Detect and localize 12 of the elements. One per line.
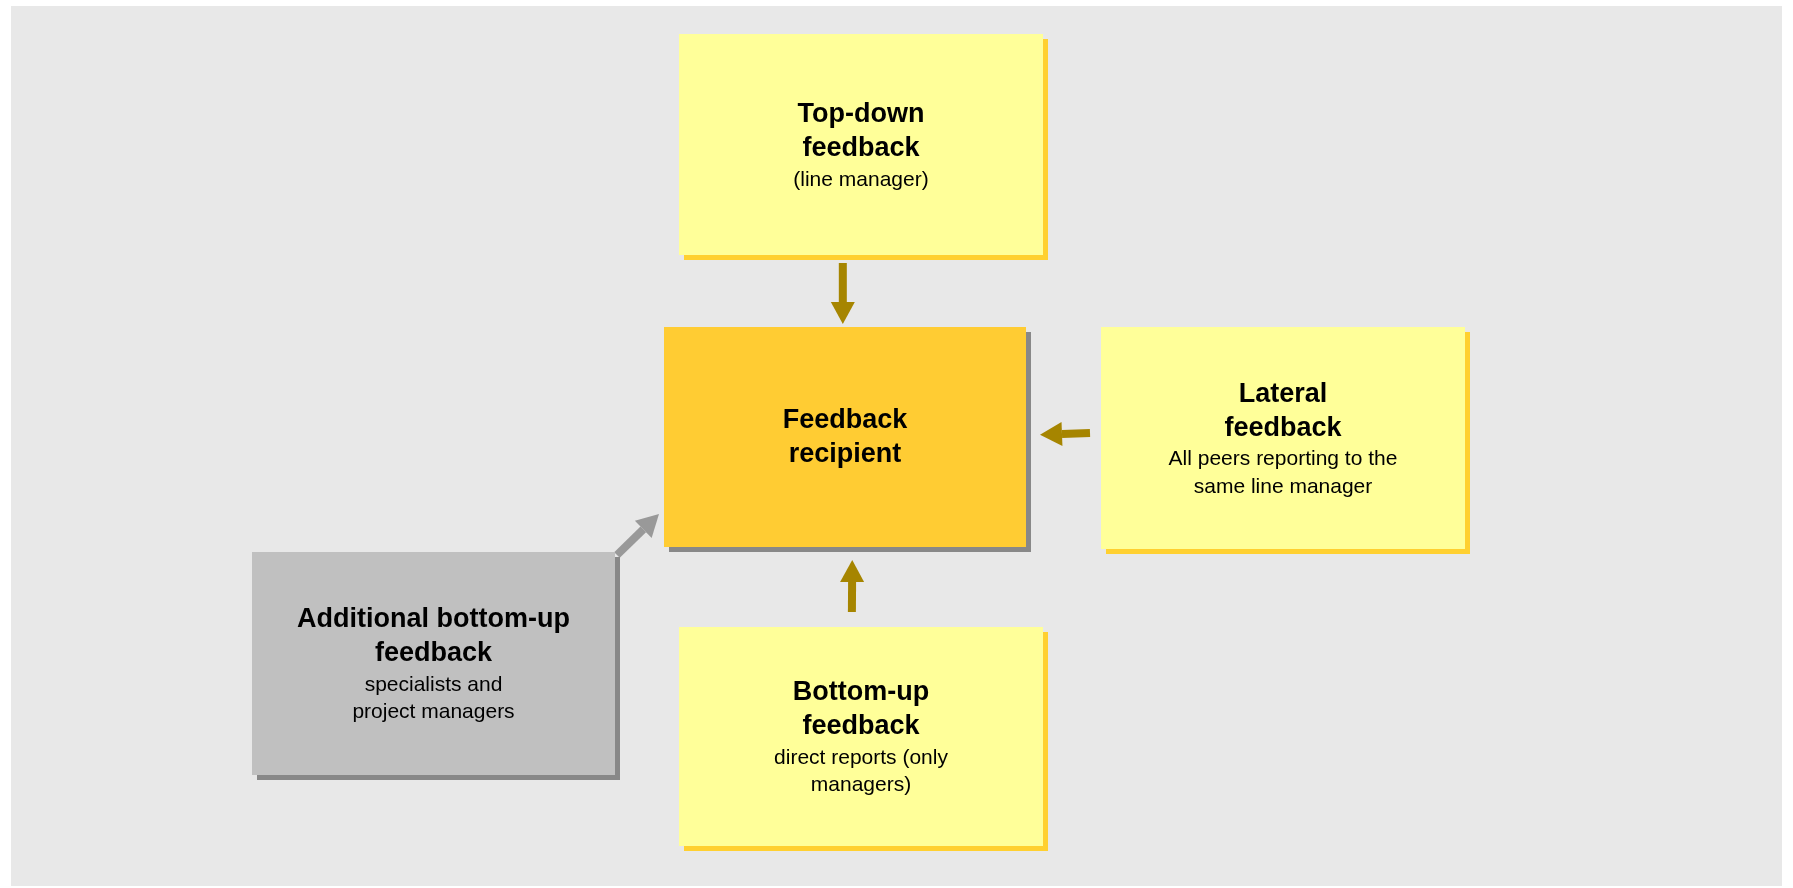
arrow bbox=[614, 514, 659, 558]
box-heading: Bottom-up feedback bbox=[791, 675, 931, 743]
box-description: (line manager) bbox=[793, 165, 929, 192]
box-heading: Lateral feedback bbox=[1223, 376, 1343, 444]
box-description: All peers reporting to the same line manager bbox=[1167, 445, 1399, 499]
box-description: specialists and project managers bbox=[351, 670, 516, 725]
box-heading: Feedback recipient bbox=[781, 403, 909, 470]
box-heading: Additional bottom-up feedback bbox=[296, 602, 571, 670]
box-description: direct reports (only managers) bbox=[773, 743, 949, 798]
arrow bbox=[1040, 421, 1091, 446]
arrow bbox=[840, 560, 865, 613]
box-heading: Top-down feedback bbox=[796, 97, 926, 164]
